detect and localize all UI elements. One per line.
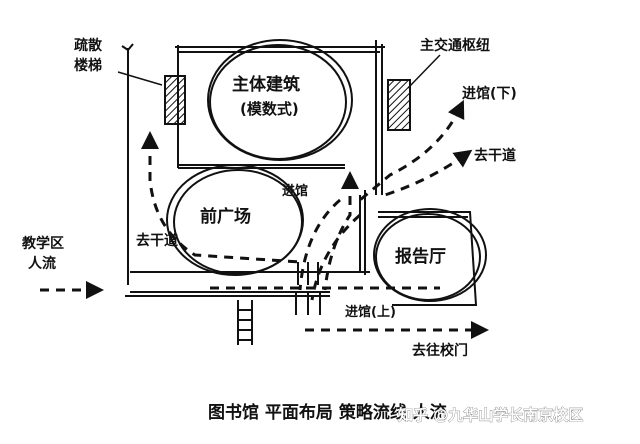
traffic-core-hatch [387,79,411,131]
label-front-plaza: 前广场 [200,206,251,227]
label-to-stem: 去干道 [474,147,516,164]
label-evac-stairs-1: 疏散 [74,37,103,54]
label-entrance-mid: 进馆 [282,183,308,199]
caption: 图书馆 平面布局 策略流线 人流 [208,402,447,423]
label-to-dorm: 去往校门 [412,342,468,359]
label-main-traffic: 主交通枢纽 [420,37,490,54]
stair-core-hatch [164,75,186,125]
label-entrance-lower: 进馆(下) [462,85,517,102]
plaza-block [130,190,370,275]
watermark: 知乎 @九华山学长南京校区 [398,406,583,424]
flow-ticks [295,262,321,315]
label-to-stem-left: 去干道 [136,232,178,249]
bottom-stair [237,300,253,345]
label-main-building: 主体建筑 [232,74,300,95]
label-teaching-flow-2: 人流 [28,255,56,272]
zone-bubbles [166,39,487,302]
label-main-building-sub: (模数式) [240,100,299,118]
leader-lines [117,54,441,89]
main-building-block [175,40,385,195]
label-lecture-hall: 报告厅 [395,246,446,267]
circulation-flows [40,99,489,339]
lecture-extension [378,211,478,306]
label-evac-stairs-2: 楼梯 [74,57,102,74]
label-teaching-flow-1: 教学区 [22,235,64,252]
label-entrance-upper: 进馆(上) [345,304,396,320]
